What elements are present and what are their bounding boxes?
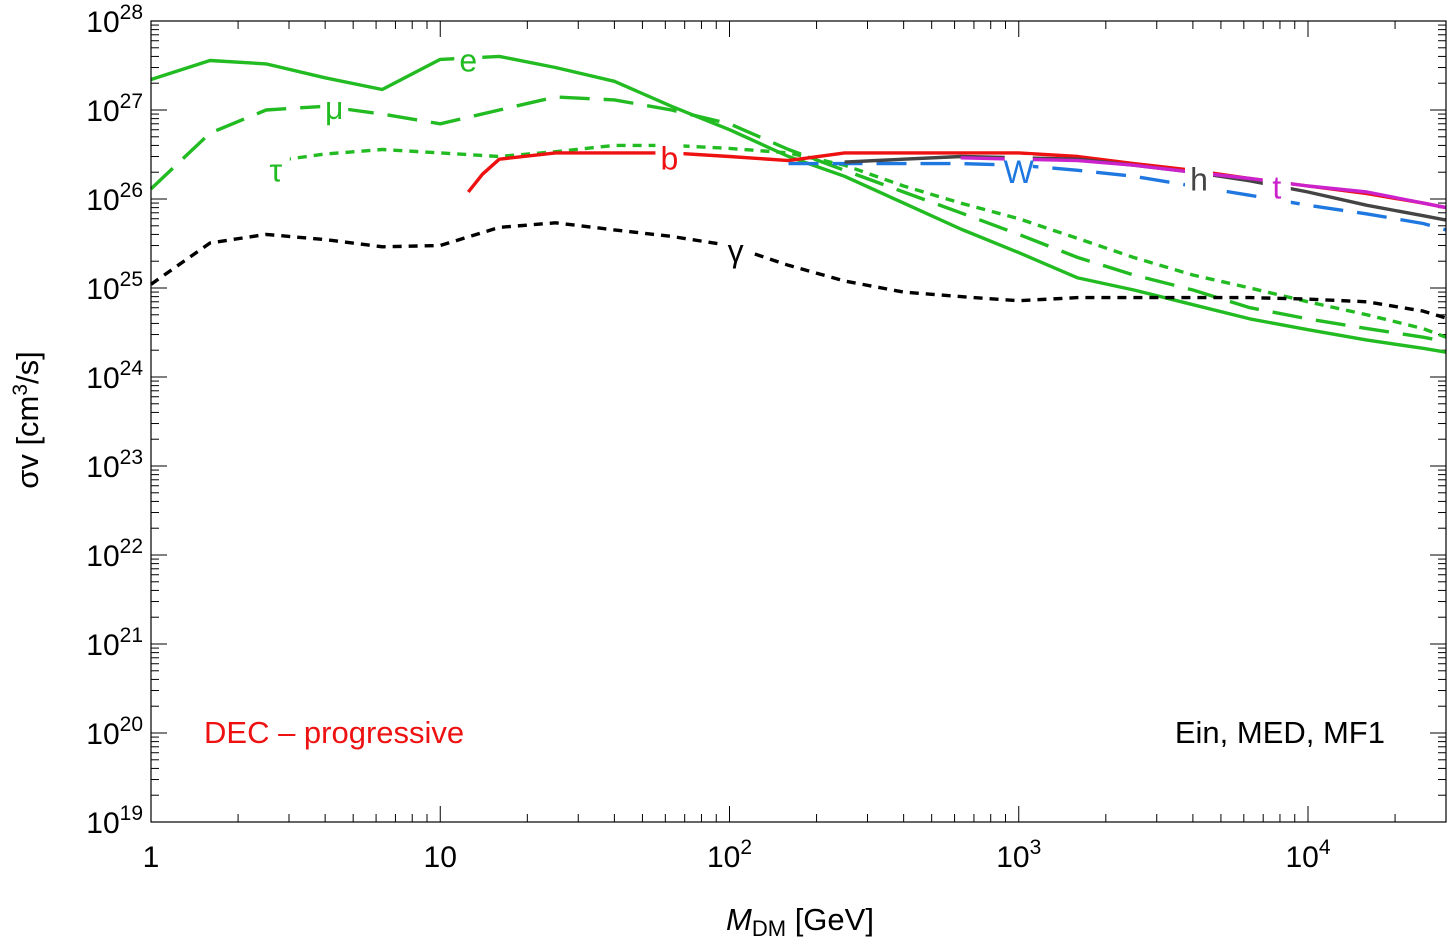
- series-label-bg: [1004, 155, 1033, 190]
- y-axis-title: σv [cm3/s]: [9, 351, 45, 489]
- x-tick-label: 104: [1285, 836, 1330, 874]
- y-tick-label: 1021: [86, 624, 143, 662]
- series-label-bg: [261, 153, 290, 188]
- series-label-7: γ: [728, 233, 744, 269]
- y-tick-label: 1026: [86, 179, 143, 217]
- series-label-5: h: [1190, 162, 1208, 198]
- series-line-2: [265, 143, 1447, 339]
- series-label-bg: [320, 91, 349, 126]
- x-axis-title: MDM [GeV]: [726, 902, 874, 941]
- y-tick-label: 1023: [86, 446, 143, 484]
- x-tick-label: 1: [143, 841, 160, 874]
- series-line-6: [960, 156, 1447, 210]
- x-tick-label: 103: [996, 836, 1041, 874]
- y-tick-label: 1020: [86, 713, 143, 751]
- series-label-4: W: [1004, 154, 1035, 190]
- series-label-2: τ: [269, 152, 282, 188]
- series-line-4: [788, 161, 1447, 232]
- series-line-0: [150, 54, 1447, 354]
- series-label-6: t: [1272, 169, 1281, 205]
- axis-ticks: [150, 20, 1447, 823]
- annotation-dec-progressive: DEC – progressive: [204, 715, 464, 750]
- x-tick-label: 102: [707, 836, 752, 874]
- series-line-7: [150, 221, 1447, 320]
- y-tick-label: 1024: [86, 357, 143, 395]
- series-label-0: e: [459, 42, 477, 78]
- y-tick-label: 1025: [86, 268, 143, 306]
- y-tick-label: 1019: [86, 802, 143, 840]
- series-label-bg: [721, 234, 750, 269]
- series-line-1: [149, 95, 1447, 344]
- y-tick-label: 1028: [86, 1, 143, 39]
- series-label-1: μ: [325, 90, 343, 126]
- plot-area: [149, 54, 1447, 354]
- x-tick-label: 10: [424, 841, 457, 874]
- y-tick-label: 1027: [86, 90, 143, 128]
- tick-labels: 1 10 102 103 104 1019 1020 1021 1022 1023 1024 1025…: [86, 1, 1331, 874]
- series-label-bg: [1185, 162, 1214, 197]
- plot-frame: [150, 20, 1447, 823]
- series-label-bg: [454, 43, 483, 78]
- series-label-bg: [1262, 170, 1291, 205]
- series-label-3: b: [661, 141, 679, 177]
- y-tick-label: 1022: [86, 535, 143, 573]
- series-label-bg: [655, 141, 684, 176]
- series-line-3: [466, 151, 1447, 210]
- annotation-profile: Ein, MED, MF1: [1175, 715, 1385, 750]
